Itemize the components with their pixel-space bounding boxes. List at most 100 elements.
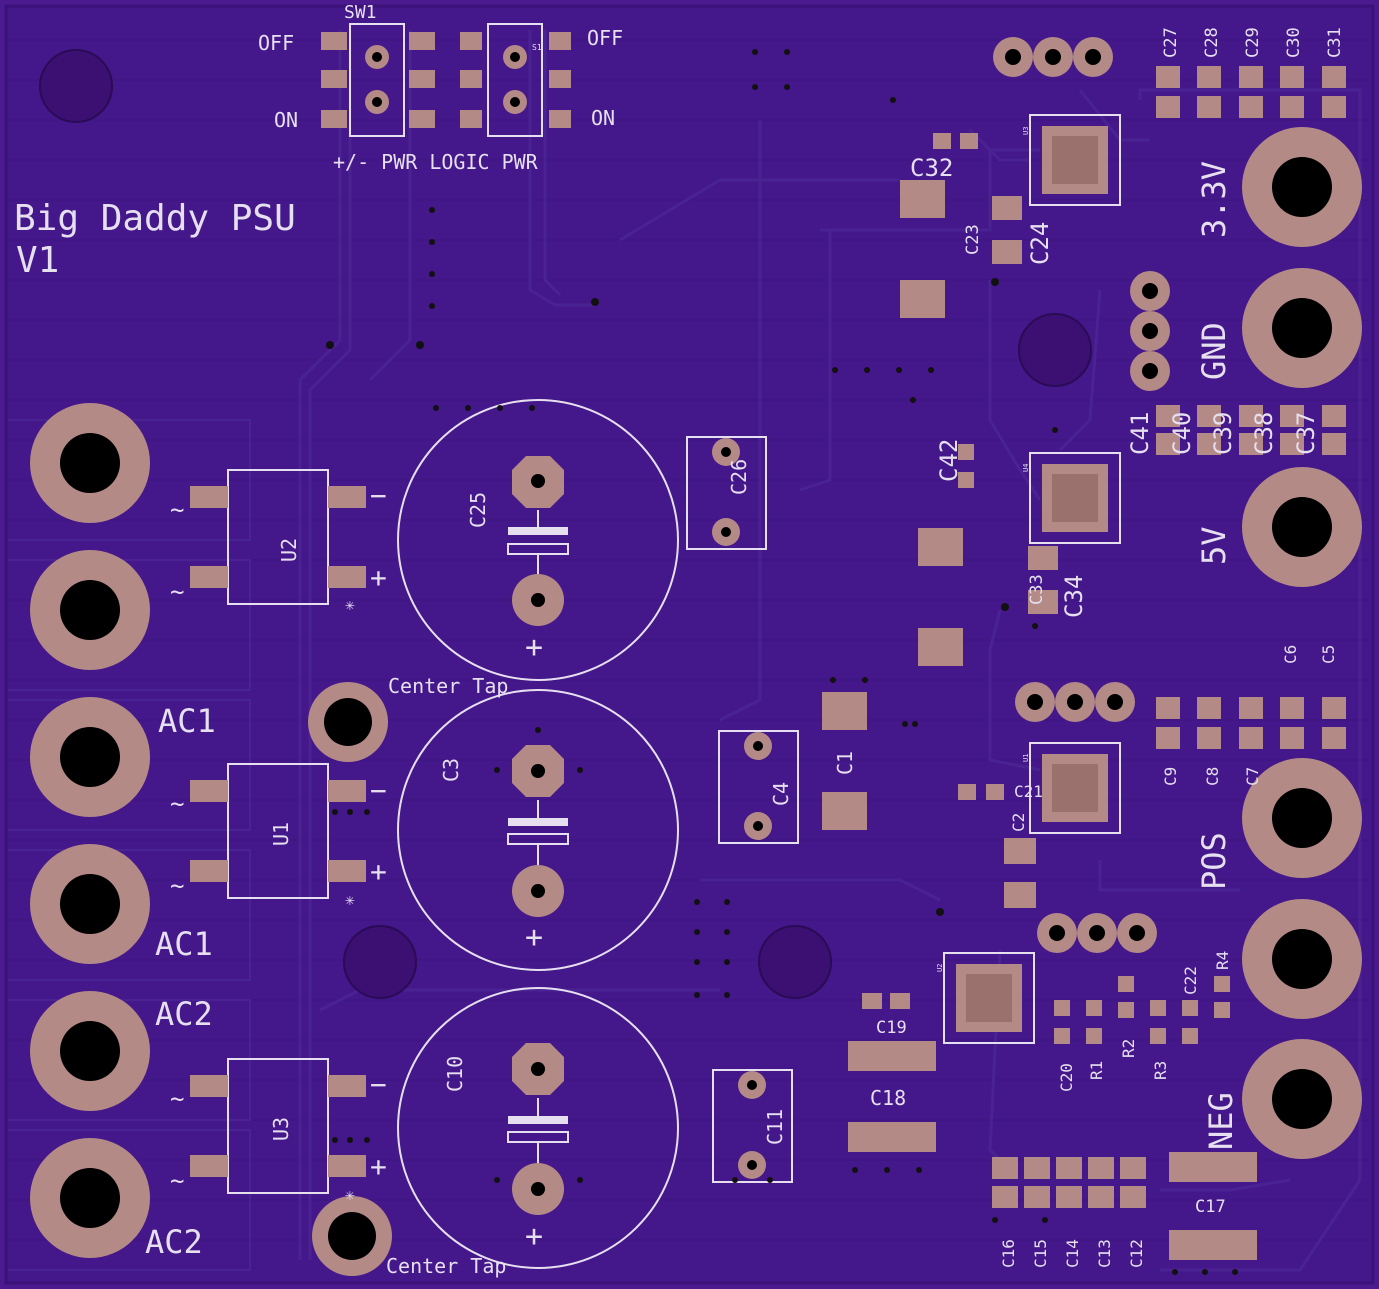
label-c1: C1: [833, 751, 857, 775]
label-c40: C40: [1168, 412, 1196, 455]
label-center-tap-1: Center Tap: [388, 674, 508, 698]
mounting-hole: [1018, 313, 1092, 387]
label-c25: C25: [466, 492, 490, 528]
label-u2: U2: [277, 538, 301, 562]
cap-array-low: [1156, 697, 1346, 749]
label-c15: C15: [1031, 1239, 1050, 1268]
switch-caption: +/- PWR LOGIC PWR: [333, 150, 539, 174]
u1-plus: +: [370, 855, 387, 888]
label-ac2-top: AC2: [155, 995, 213, 1033]
regulator-mid: [1029, 452, 1121, 544]
label-c17: C17: [1195, 1197, 1226, 1217]
label-3v3: 3.3V: [1195, 161, 1233, 238]
vias: [326, 49, 1238, 1275]
large-smd-pads: [822, 180, 1257, 1260]
bridge-u1: [190, 763, 366, 899]
capacitor-c25: [397, 399, 679, 681]
label-s1: S1: [532, 43, 542, 52]
output-terminals: [1242, 127, 1362, 1159]
label-c39: C39: [1209, 412, 1237, 455]
header-gnd: [1130, 271, 1170, 391]
label-c31: C31: [1325, 27, 1345, 58]
label-c16: C16: [999, 1239, 1018, 1268]
board-title: Big Daddy PSU: [14, 198, 296, 239]
small-smd-pads: [862, 133, 1230, 1044]
label-on-right: ON: [591, 106, 615, 130]
label-u1: U1: [269, 822, 293, 846]
u1-tilde-2: ~: [170, 872, 184, 900]
c25-plus: +: [525, 630, 543, 665]
label-c21: C21: [1014, 782, 1043, 801]
label-c42: C42: [935, 439, 963, 482]
label-ac1-top: AC1: [158, 702, 216, 740]
capacitor-c26: [686, 436, 767, 550]
header-pos: [1015, 682, 1135, 722]
u2-plus: +: [370, 561, 387, 594]
label-c5: C5: [1319, 645, 1338, 664]
capacitor-c3: [397, 689, 679, 971]
header-top: [993, 37, 1113, 77]
u3-tilde-1: ~: [170, 1085, 184, 1113]
u1-minus: −: [370, 774, 387, 807]
label-c32: C32: [910, 154, 953, 182]
u2-tilde-1: ~: [170, 496, 184, 524]
label-c13: C13: [1095, 1239, 1114, 1268]
label-c29: C29: [1243, 27, 1263, 58]
header-neg: [1037, 913, 1157, 953]
u3-minus: −: [370, 1068, 387, 1101]
label-c14: C14: [1063, 1239, 1082, 1268]
c10-plus: +: [525, 1219, 543, 1254]
label-5v: 5V: [1195, 526, 1233, 565]
mounting-hole: [758, 925, 832, 999]
label-c34: C34: [1060, 575, 1088, 618]
label-c7: C7: [1243, 767, 1262, 786]
label-off-right: OFF: [587, 26, 623, 50]
u2-minus: −: [370, 479, 387, 512]
label-c8: C8: [1203, 767, 1222, 786]
label-c20: C20: [1057, 1063, 1076, 1092]
label-c27: C27: [1161, 27, 1181, 58]
regulator-low: [1029, 742, 1121, 834]
label-c9: C9: [1161, 767, 1180, 786]
bridge-u3: [190, 1058, 366, 1194]
label-c41: C41: [1126, 412, 1154, 455]
regulator-top: [1029, 114, 1121, 206]
label-neg: NEG: [1202, 1092, 1240, 1150]
switch-s1: [460, 23, 571, 137]
capacitor-c10: [397, 987, 679, 1269]
capacitor-c11: [712, 1069, 793, 1183]
copper-pour: [4, 4, 1375, 1285]
label-r1: R1: [1087, 1061, 1106, 1080]
label-reg-low: U1: [1022, 754, 1030, 762]
label-r3: R3: [1151, 1061, 1170, 1080]
label-c11: C11: [763, 1109, 787, 1145]
label-reg-mid: U4: [1022, 464, 1030, 472]
label-r2: R2: [1119, 1039, 1138, 1058]
label-c18: C18: [870, 1086, 906, 1110]
label-pos: POS: [1195, 832, 1233, 890]
label-gnd: GND: [1195, 322, 1233, 380]
label-c23: C23: [963, 224, 983, 255]
mounting-hole: [39, 49, 113, 123]
label-ac1-bottom: AC1: [155, 925, 213, 963]
label-reg-bottom: U2: [936, 964, 944, 972]
mounting-hole: [343, 925, 417, 999]
u3-star: ✳: [345, 1185, 355, 1204]
label-r4: R4: [1213, 951, 1232, 970]
ac-terminals: [30, 403, 150, 1258]
u3-plus: +: [370, 1150, 387, 1183]
board-version: V1: [16, 240, 59, 281]
label-c10: C10: [443, 1056, 467, 1092]
cap-array-mid: [1156, 405, 1346, 455]
label-ac2-bottom: AC2: [145, 1223, 203, 1261]
bridge-u2: [190, 469, 366, 605]
label-c38: C38: [1250, 412, 1278, 455]
u2-tilde-2: ~: [170, 578, 184, 606]
cap-array-top: [1156, 66, 1346, 118]
label-c37: C37: [1292, 412, 1320, 455]
label-on-left: ON: [274, 108, 298, 132]
switch-sw1: [321, 23, 435, 137]
label-c6: C6: [1281, 645, 1300, 664]
capacitor-c4: [718, 730, 799, 844]
